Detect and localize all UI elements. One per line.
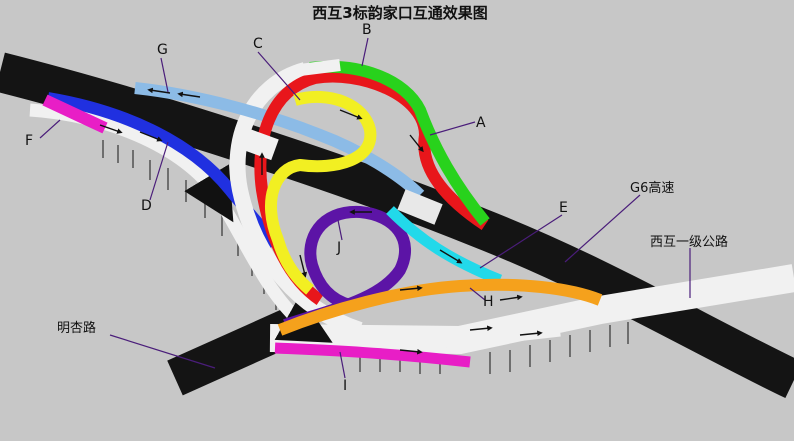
ramp-label-g: G [157,42,168,58]
leader-lines [39,37,691,379]
ramp-c [265,90,377,295]
ramp-label-e: E [559,200,568,216]
ramp-i [274,342,471,368]
ramp-d [29,103,561,350]
road-label-xihu: 西互一级公路 [650,234,728,250]
diagram-title: 西互3标韵家口互通效果图 [312,4,487,22]
ramp-b-joint [299,59,341,76]
ramp-label-b: B [362,22,372,38]
ramp-label-a: A [476,115,486,131]
ramp-e [386,206,503,286]
ramp-label-d: D [141,198,152,214]
road-label-mingxing: 明杏路 [57,320,96,336]
direction-arrows [99,87,543,355]
ramp-f [42,94,108,134]
ramp-white-loop [229,62,363,338]
ramp-label-c: C [253,36,263,52]
ramp-label-j: J [336,240,341,256]
overpass-block [397,189,443,225]
ramp-b [309,60,490,226]
ramp-label-i: I [343,378,347,394]
road-label-g6: G6高速 [630,180,674,196]
ramp-label-f: F [25,133,33,149]
ramp-blue [47,92,280,249]
ramp-label-h: H [483,294,494,310]
overpass-block [239,127,279,161]
ramp-g [134,82,425,200]
ramp-h [277,278,603,336]
g6-expressway [0,52,794,399]
